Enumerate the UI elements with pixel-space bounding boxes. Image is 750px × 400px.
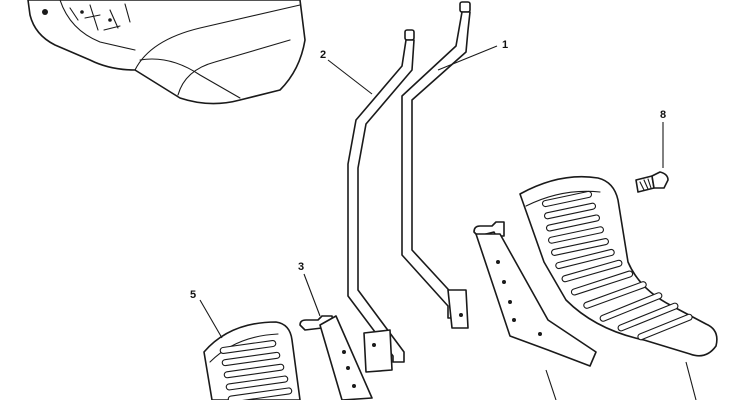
bracket-part-3	[299, 315, 373, 400]
bolt-part-8	[635, 171, 669, 193]
lever-part-1	[401, 1, 471, 329]
lever-part-2	[347, 29, 415, 373]
callout-8: 8	[660, 109, 666, 121]
pedal-pad-large	[519, 175, 718, 357]
leader-3	[303, 273, 321, 317]
pedal-pad-large-treads	[541, 190, 693, 341]
leader-4	[545, 369, 557, 400]
seat-cushion	[27, 0, 306, 105]
callout-3: 3	[298, 261, 304, 273]
leader-2	[327, 59, 373, 95]
callout-1: 1	[502, 39, 508, 51]
callout-5: 5	[190, 289, 196, 301]
leader-1	[437, 45, 498, 71]
leader-5	[199, 299, 223, 339]
pedal-pad-small-treads	[219, 339, 293, 400]
pedal-pad-small	[203, 321, 301, 400]
callout-2: 2	[320, 49, 326, 61]
bracket-part-4	[473, 221, 597, 367]
callout-labels: 1 2 3 5 8	[190, 39, 666, 301]
leader-lines	[199, 45, 697, 400]
leader-6	[685, 361, 697, 400]
